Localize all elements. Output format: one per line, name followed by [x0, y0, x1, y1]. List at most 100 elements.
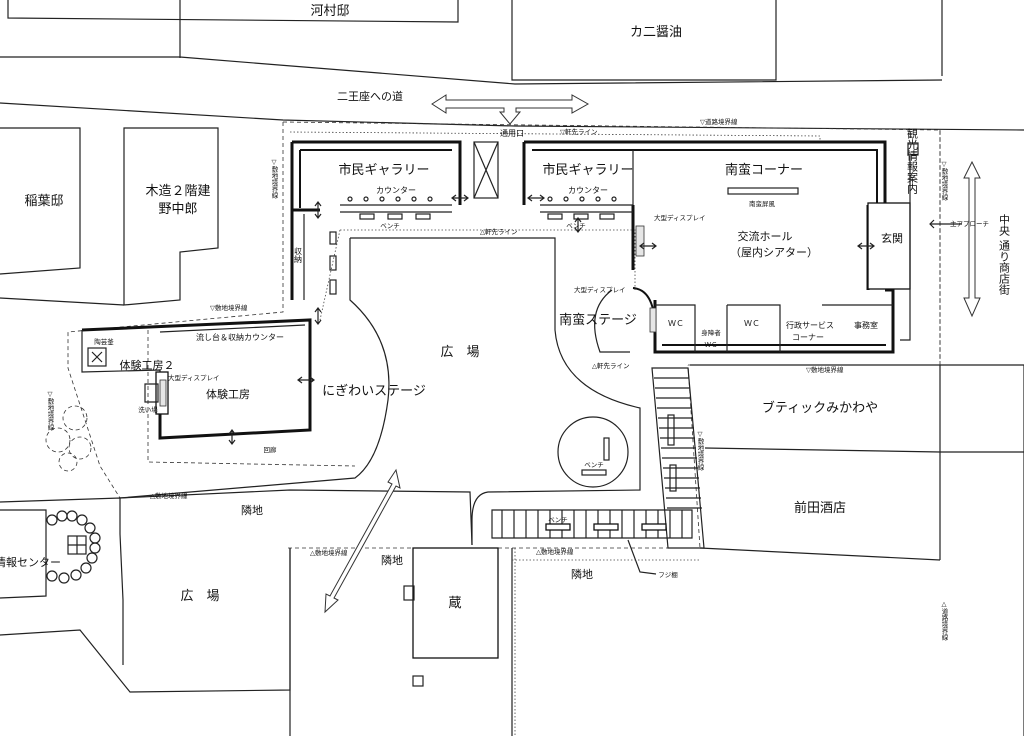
label-tsuyoguchi: 通用口 — [500, 128, 524, 138]
label-chuo-dori-2: 通り商店街 — [998, 240, 1011, 296]
label-fuji-dana: フジ棚 — [658, 570, 678, 579]
label-boundary-5: △敷地境界線 — [310, 548, 348, 557]
road-edge-north — [0, 56, 943, 85]
label-main-plaza: 広 場 — [440, 345, 479, 360]
bench-west-1 — [359, 213, 375, 220]
circle-bench-seat-1 — [603, 437, 610, 461]
neighbor-lot-line-west — [0, 297, 125, 306]
label-boundary-2: ▽敷地境界線 — [806, 365, 844, 374]
label-road-boundary-2: △道路境界線 — [940, 600, 948, 641]
label-nanban-byobu: 南蛮屏風 — [749, 199, 776, 208]
label-arai-ba: 洗い場 — [138, 405, 158, 414]
label-nonaka-2: 野中郎 — [158, 202, 197, 217]
circle-bench-plaza — [557, 416, 629, 488]
label-boutique: ブティックみかわや — [762, 400, 878, 416]
kani-shoyu-outline — [511, 0, 777, 81]
arai-ba-sink — [144, 383, 159, 403]
workshop-walls — [81, 318, 312, 440]
label-bench-circle: ベンチ — [584, 461, 604, 469]
site-boundary-workshop — [67, 122, 284, 499]
bench-east-1 — [547, 213, 563, 220]
nanban-stage-platform — [594, 289, 630, 353]
gallery-west-inner — [299, 149, 452, 208]
fuji-pergola-vertical — [651, 367, 705, 549]
nanban-byobu-rack — [727, 187, 799, 195]
label-eaves-3: △軒先ライン — [592, 361, 630, 370]
trees-west — [45, 405, 92, 472]
bench-west-2 — [387, 213, 403, 220]
nonaka-house-outline — [123, 127, 219, 306]
wc-rooms — [655, 304, 893, 352]
eaves-line-north — [289, 131, 821, 140]
label-eaves-2: △軒先ライン — [480, 227, 518, 236]
label-bench-east: ベンチ — [566, 222, 586, 230]
left-lot-divider — [119, 489, 473, 546]
kura-lot-lines — [289, 548, 513, 736]
kiln-box — [87, 347, 107, 367]
kawamura-house-outline — [7, 0, 459, 23]
label-koryu-hall-2: （屋内シアター） — [730, 245, 818, 259]
kanko-east-wall — [900, 156, 911, 341]
site-boundary-south — [288, 364, 701, 549]
main-plaza-outline — [350, 237, 641, 545]
info-center-stones — [46, 510, 101, 584]
label-boundary-1: ▽敷地境界線 — [210, 303, 248, 312]
label-gyosei-service-1: 行政サービス — [786, 320, 834, 330]
main-building-walls — [522, 140, 887, 270]
workshop-counter — [159, 324, 306, 333]
label-road-boundary-1: ▽道路境界線 — [700, 117, 738, 126]
left-plaza-outline — [0, 497, 291, 693]
gallery-west-walls — [290, 140, 462, 212]
bench-east-3 — [599, 213, 615, 220]
info-center-building — [0, 509, 47, 599]
label-taiken-kobo-2: 体験工房２ — [120, 358, 175, 372]
inaba-house-outline — [0, 127, 81, 275]
label-kura: 蔵 — [448, 596, 461, 611]
kiln-cross — [91, 351, 103, 363]
storage-box-3 — [329, 279, 337, 295]
bench-west-3 — [415, 213, 431, 220]
label-wc-2: ＷＣ — [744, 319, 760, 328]
label-boundary-v2: ▽敷地境界線 — [46, 390, 54, 431]
counter-stools-east — [547, 196, 617, 202]
label-boundary-3: ▽敷地境界線 — [940, 160, 948, 201]
label-citizen-gallery-east: 市民ギャラリー — [542, 162, 633, 178]
label-nanban-corner: 南蛮コーナー — [725, 162, 803, 178]
label-rinchi-1: 隣地 — [241, 503, 263, 517]
label-nagashidai: 流し台＆収納カウンター — [196, 332, 284, 342]
label-taiken-kobo: 体験工房 — [206, 387, 250, 401]
label-boundary-v1: ▽敷地境界線 — [270, 158, 278, 199]
service-entrance-hatch — [473, 141, 499, 199]
label-rinchi-2: 隣地 — [381, 553, 403, 567]
label-rinchi-3: 隣地 — [571, 567, 593, 581]
label-counter-east: カウンター — [568, 186, 608, 195]
label-nonaka-1: 木造２階建 — [145, 184, 210, 199]
fuji-label-leader — [627, 539, 657, 575]
large-display-hall-frame — [635, 225, 645, 257]
maeda-lot-south — [699, 547, 941, 561]
label-wc-1: ＷＣ — [668, 319, 684, 328]
plaza-eaves-line — [340, 229, 636, 290]
info-center-kiosk-cross — [68, 536, 86, 554]
label-genkan: 玄関 — [881, 231, 903, 245]
label-wc-accessible-2: ＷＣ — [705, 341, 718, 349]
label-gyosei-service-2: コーナー — [792, 333, 824, 342]
gallery-east-counter-line — [540, 204, 633, 213]
workshop-corridor — [147, 330, 356, 467]
site-boundary-north — [282, 121, 941, 360]
counter-stools-west — [347, 196, 433, 202]
nigiwai-stage-curve — [119, 238, 390, 499]
label-niouza-road: 二王座への道 — [337, 89, 403, 103]
label-boundary-4: △敷地境界線 — [150, 491, 188, 500]
label-info-center: 情報センター — [0, 556, 61, 569]
niouza-road-arrow — [431, 94, 590, 125]
label-chuo-dori-1: 中央 — [998, 214, 1011, 237]
fuji-pergola-horizontal — [491, 509, 693, 539]
label-citizen-gallery-west: 市民ギャラリー — [338, 162, 429, 178]
label-kani-shoyu: カ二醤油 — [630, 25, 682, 40]
label-boundary-6: △敷地境界線 — [536, 547, 574, 556]
label-large-display-workshop: 大型ディスプレイ — [168, 373, 220, 382]
label-nigiwai-stage: にぎわいステージ — [322, 384, 426, 399]
label-eaves-1: ▽軒先ライン — [560, 127, 598, 136]
